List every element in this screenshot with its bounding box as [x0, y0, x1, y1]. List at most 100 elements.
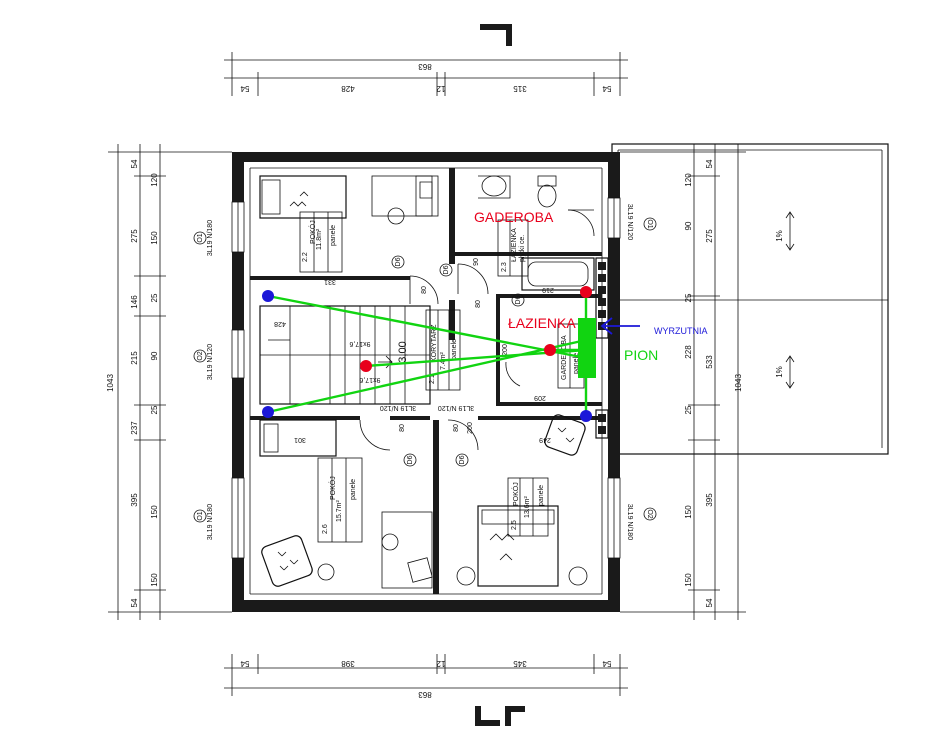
right-total-dimension: 1043 — [734, 374, 743, 392]
window-label-left-3: 3L19 N/180 — [207, 504, 214, 540]
bottom-segment-5: 54 — [602, 659, 611, 668]
right-inner-dim-7: 150 — [684, 573, 693, 587]
right-inner-dim-3: 25 — [684, 293, 693, 302]
window-label-right-2: 3L19 N/180 — [626, 504, 633, 540]
door-tag-4: D6 — [459, 455, 466, 464]
window-label-left-2: 3L19 N/120 — [207, 344, 214, 380]
top-segment-3: 12 — [436, 84, 445, 93]
wyrzutnia-annotation: WYRZUTNIA — [654, 326, 708, 336]
stairs-steps-lower: 9x17,6 — [359, 376, 380, 383]
door-tag-2: D6 — [443, 265, 450, 274]
lazienka-annotation: ŁAZIENKA — [508, 315, 576, 331]
room-label-box-2-5 — [507, 477, 549, 537]
door-size-2: 90 — [473, 258, 480, 266]
room-label-box-2-3 — [497, 219, 529, 277]
door-size-5: 200 — [467, 422, 474, 434]
dim-wall-1: 3L19 N/120 — [380, 404, 416, 411]
room-2-1-name: KORYTARZ — [431, 324, 438, 362]
bed-room-2-6 — [259, 419, 337, 457]
dim-wall-2: 3L19 N/120 — [438, 404, 474, 411]
window-tag-4: O1 — [646, 219, 653, 228]
room-2-3-number: 2.3 — [501, 262, 508, 272]
blue-points — [262, 290, 592, 422]
room-label-box-2-1 — [425, 309, 461, 391]
bottom-dimension-lines — [224, 654, 628, 696]
room-2-5-floor: panele — [538, 485, 545, 506]
left-outer-dim-5: 237 — [130, 421, 139, 435]
desk-room-2-2 — [371, 175, 439, 225]
room-2-6-floor: panele — [350, 479, 357, 500]
room-garderoba-floor: panele — [573, 353, 580, 374]
left-outer-dim-4: 215 — [130, 351, 139, 365]
top-segment-2: 428 — [341, 84, 355, 93]
wyrzutnia-arrow-icon — [600, 317, 640, 335]
right-inner-dim-4: 228 — [684, 345, 693, 359]
door-size-6: 80 — [475, 300, 482, 308]
room-2-2-number: 2.2 — [302, 252, 309, 262]
dim-331: 331 — [324, 278, 336, 285]
dim-200: 200 — [502, 344, 509, 356]
room-2-2-area: 11.8m² — [316, 228, 323, 250]
right-inner-dim-2: 90 — [684, 221, 693, 230]
bottom-segment-4: 345 — [513, 659, 527, 668]
left-inner-dim-2: 150 — [150, 231, 159, 245]
left-outer-dim-2: 275 — [130, 229, 139, 243]
left-total-dimension: 1043 — [106, 374, 115, 392]
left-inner-dim-7: 150 — [150, 573, 159, 587]
door-size-4: 80 — [453, 424, 460, 432]
door-swings — [359, 209, 595, 451]
left-inner-dim-5: 25 — [150, 405, 159, 414]
red-points — [360, 286, 592, 372]
right-outer-dim-4: 395 — [705, 493, 714, 507]
ventilation-lines — [267, 292, 596, 416]
door-tag-markers — [391, 255, 525, 467]
roof-slope-upper: 1% — [775, 230, 784, 242]
bottom-segment-2: 398 — [341, 659, 355, 668]
left-outer-dim-6: 395 — [130, 493, 139, 507]
bottom-segment-3: 12 — [436, 659, 445, 668]
room-2-3-name: ŁAZIENKA — [511, 228, 518, 262]
section-marker-bottom — [475, 706, 525, 726]
right-inner-dim-5: 25 — [684, 405, 693, 414]
room-2-5-name: POKÓJ — [511, 482, 520, 506]
garderoba-annotation: GADEROBA — [474, 209, 554, 225]
right-outer-dim-5: 54 — [705, 598, 714, 607]
room-2-5-number: 2.5 — [511, 520, 518, 530]
section-marker-top — [480, 24, 512, 46]
door-tag-1: D6 — [395, 257, 402, 266]
top-total-dimension: 863 — [418, 62, 432, 71]
door-size-3: 80 — [399, 424, 406, 432]
armchair-room-2-5 — [544, 414, 586, 456]
room-garderoba-name: GARDEROBA — [561, 335, 568, 380]
room-2-1-number: 2.1 — [429, 374, 436, 384]
pion-annotation: PION — [624, 347, 658, 363]
right-outer-dim-2: 275 — [705, 229, 714, 243]
armchair-room-2-6 — [261, 535, 335, 587]
top-dimension-lines — [224, 52, 628, 96]
top-segment-4: 315 — [513, 84, 527, 93]
bottom-total-dimension: 863 — [418, 690, 432, 699]
room-label-box-2-6 — [317, 457, 363, 543]
left-outer-dim-1: 54 — [130, 159, 139, 168]
door-tag-5: D6 — [515, 295, 522, 304]
room-2-2-name: POKÓJ — [308, 220, 317, 244]
terrace-roof — [611, 143, 889, 455]
left-outer-dim-7: 54 — [130, 598, 139, 607]
top-segment-1: 54 — [240, 84, 249, 93]
room-2-6-name: POKÓJ — [328, 476, 337, 500]
dim-301: 301 — [294, 436, 306, 443]
stairs-steps-upper: 9x17,6 — [349, 340, 370, 347]
left-dimension-lines — [108, 144, 232, 620]
right-dimension-lines — [620, 144, 746, 620]
room-2-2-floor: panele — [330, 225, 337, 246]
dim-428: 428 — [274, 320, 286, 327]
bed-room-2-2 — [259, 175, 347, 219]
left-inner-dim-4: 90 — [150, 351, 159, 360]
window-label-left-1: 3L19 N/180 — [207, 220, 214, 256]
dim-209: 209 — [534, 394, 546, 401]
window-tag-5: O2 — [646, 509, 653, 518]
window-tag-2: O2 — [197, 351, 204, 360]
bottom-segment-1: 54 — [240, 659, 249, 668]
left-inner-dim-3: 25 — [150, 293, 159, 302]
